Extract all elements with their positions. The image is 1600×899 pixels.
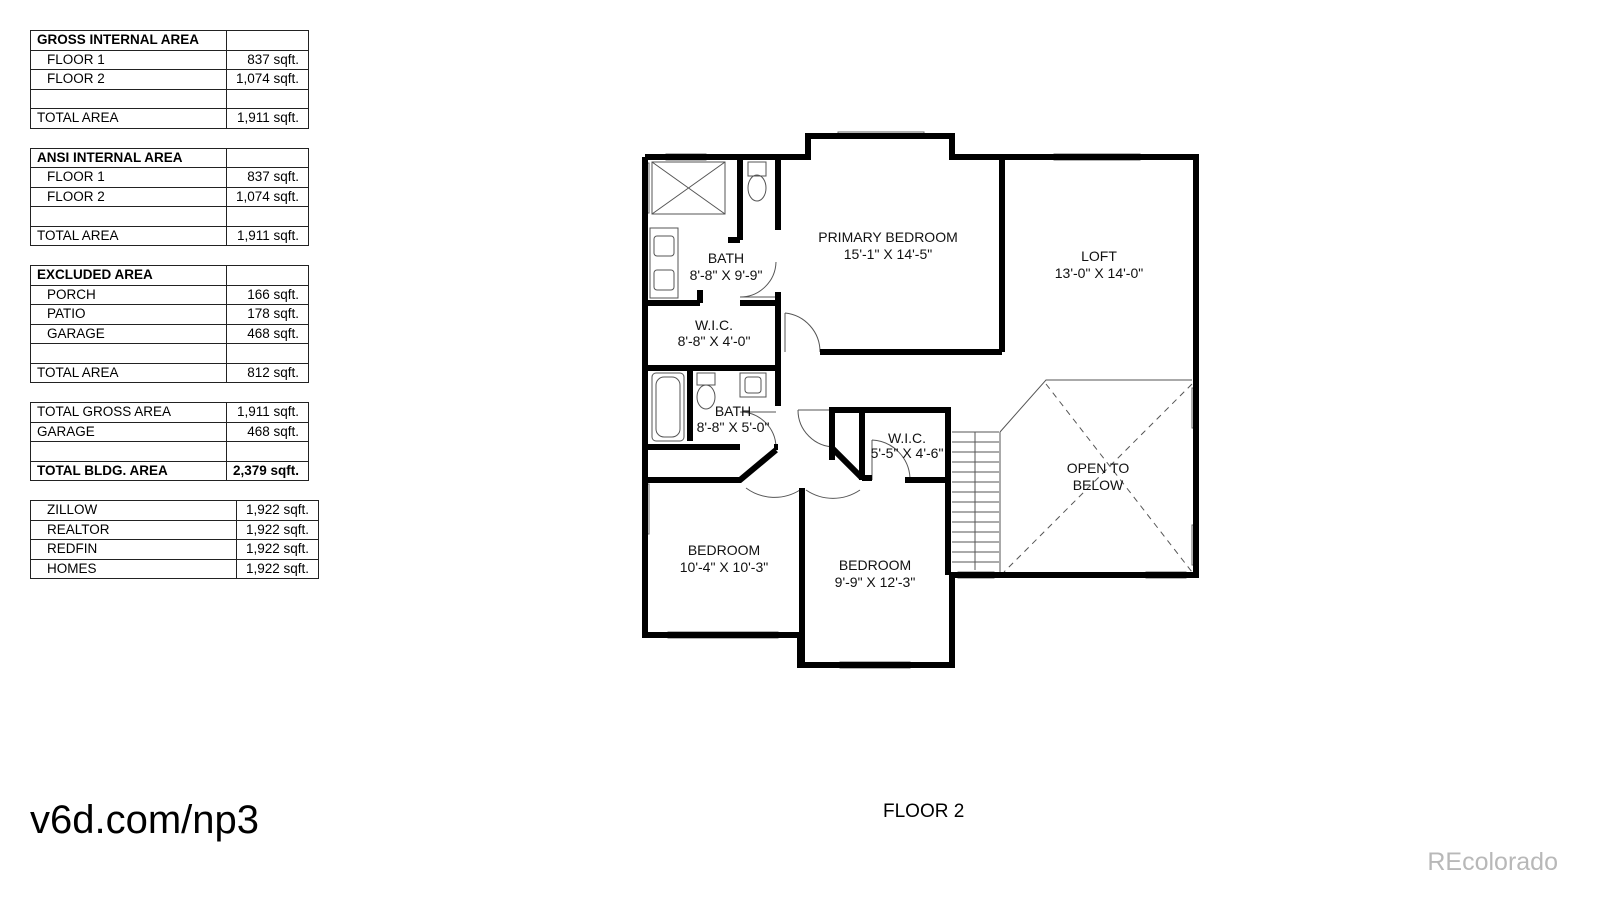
bath-2-name: BATH — [715, 403, 751, 419]
loft-name: LOFT — [1081, 248, 1117, 264]
bedroom-1-name: BEDROOM — [688, 542, 760, 558]
primary-bedroom-dims: 15'-1" X 14'-5" — [844, 246, 932, 262]
loft-dims: 13'-0" X 14'-0" — [1055, 265, 1143, 281]
toilet-icon — [696, 384, 716, 410]
wic-1-dims: 8'-8" X 4'-0" — [678, 333, 751, 349]
sink-icon — [653, 269, 675, 291]
door-icon — [797, 409, 836, 448]
tour-url: v6d.com/np3 — [30, 798, 260, 842]
row-value: 837 sqft. — [226, 167, 309, 188]
sink-icon — [653, 235, 675, 257]
row-value: 1,922 sqft. — [236, 558, 319, 579]
bath-1-dims: 8'-8" X 9'-9" — [690, 267, 763, 283]
wic-1-name: W.I.C. — [695, 317, 733, 333]
table-row: ANSI INTERNAL AREA — [30, 147, 309, 168]
door-icon — [745, 487, 801, 498]
bath-2-dims: 8'-8" X 5'-0" — [697, 419, 770, 435]
table-row: GROSS INTERNAL AREA — [30, 30, 309, 51]
row-value: 1,911 sqft. — [226, 402, 309, 423]
shower-icon — [651, 161, 726, 215]
stairs-icon — [952, 431, 999, 570]
toilet-tank-icon — [747, 161, 767, 177]
open-to-below-line-1: OPEN TO — [1067, 460, 1130, 476]
door-icon — [739, 261, 777, 298]
door-icon — [871, 439, 911, 480]
walls — [642, 133, 1199, 668]
row-value: 178 sqft. — [226, 304, 309, 325]
door-icon — [739, 411, 777, 448]
row-label: TOTAL GROSS AREA — [30, 402, 227, 423]
bedroom-1-dims: 10'-4" X 10'-3" — [680, 559, 768, 575]
bedroom-2-name: BEDROOM — [839, 557, 911, 573]
primary-bedroom-name: PRIMARY BEDROOM — [818, 229, 958, 245]
row-label: HOMES — [30, 558, 237, 579]
row-value: 468 sqft. — [226, 421, 309, 442]
door-icon — [805, 489, 861, 499]
table-row — [30, 206, 309, 227]
row-value: 1,911 sqft. — [226, 225, 309, 246]
open-to-below-outline — [999, 379, 1193, 575]
row-label: TOTAL BLDG. AREA — [30, 460, 227, 481]
row-label: ANSI INTERNAL AREA — [30, 147, 227, 168]
bedroom-2-dims: 9'-9" X 12'-3" — [835, 574, 916, 590]
toilet-icon — [747, 174, 767, 202]
row-label: TOTAL AREA — [30, 362, 227, 383]
wic-2-dims: 5'-5" X 4'-6" — [871, 445, 944, 461]
table-row — [30, 343, 309, 364]
vanity-icon — [649, 227, 679, 299]
row-label: REALTOR — [30, 519, 237, 540]
toilet-tank-icon — [696, 372, 716, 386]
row-value: 812 sqft. — [226, 362, 309, 383]
open-to-below-line-2: BELOW — [1073, 477, 1124, 493]
door-icon — [784, 312, 821, 353]
row-label: FLOOR 1 — [30, 167, 227, 188]
room-labels: PRIMARY BEDROOM 15'-1" X 14'-5" LOFT 13'… — [678, 229, 1144, 590]
brand-watermark: REcolorado — [1427, 848, 1558, 876]
sink-icon — [739, 372, 767, 398]
bathtub-icon — [651, 372, 685, 442]
row-label: GARAGE — [30, 421, 227, 442]
row-value: 1,074 sqft. — [226, 69, 309, 90]
row-value: 1,911 sqft. — [226, 108, 309, 129]
wic-2-name: W.I.C. — [888, 430, 926, 446]
bath-1-name: BATH — [708, 250, 744, 266]
row-label: GARAGE — [30, 323, 227, 344]
row-value: 166 sqft. — [226, 284, 309, 305]
windows — [642, 131, 1199, 669]
row-label: TOTAL AREA — [30, 108, 227, 129]
floor-label: FLOOR 2 — [883, 801, 965, 822]
row-value: 2,379 sqft. — [226, 460, 309, 481]
